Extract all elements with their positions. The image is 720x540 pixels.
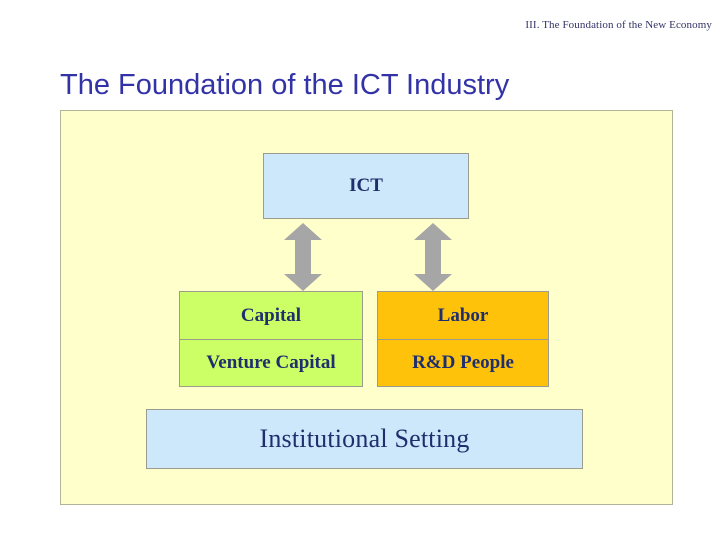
page-title: The Foundation of the ICT Industry [60, 69, 510, 102]
node-rnd-people-label: R&D People [412, 352, 514, 373]
node-institutional-setting-label: Institutional Setting [259, 424, 470, 453]
node-institutional-setting: Institutional Setting [146, 409, 583, 469]
double-arrow-icon-capital [284, 223, 322, 291]
node-venture-capital-label: Venture Capital [206, 352, 336, 373]
node-capital-label: Capital [240, 304, 302, 326]
running-head: III. The Foundation of the New Economy [525, 19, 712, 31]
diagram-panel: ICT Capital Venture Capital Labor R&D Pe… [60, 110, 673, 505]
node-labor: Labor [377, 291, 549, 340]
node-venture-capital: Venture Capital [179, 339, 363, 387]
node-labor-label: Labor [437, 304, 489, 326]
node-capital: Capital [179, 291, 363, 340]
node-ict: ICT [263, 153, 469, 219]
node-ict-label: ICT [349, 175, 383, 196]
double-arrow-icon-labor [414, 223, 452, 291]
node-rnd-people: R&D People [377, 339, 549, 387]
